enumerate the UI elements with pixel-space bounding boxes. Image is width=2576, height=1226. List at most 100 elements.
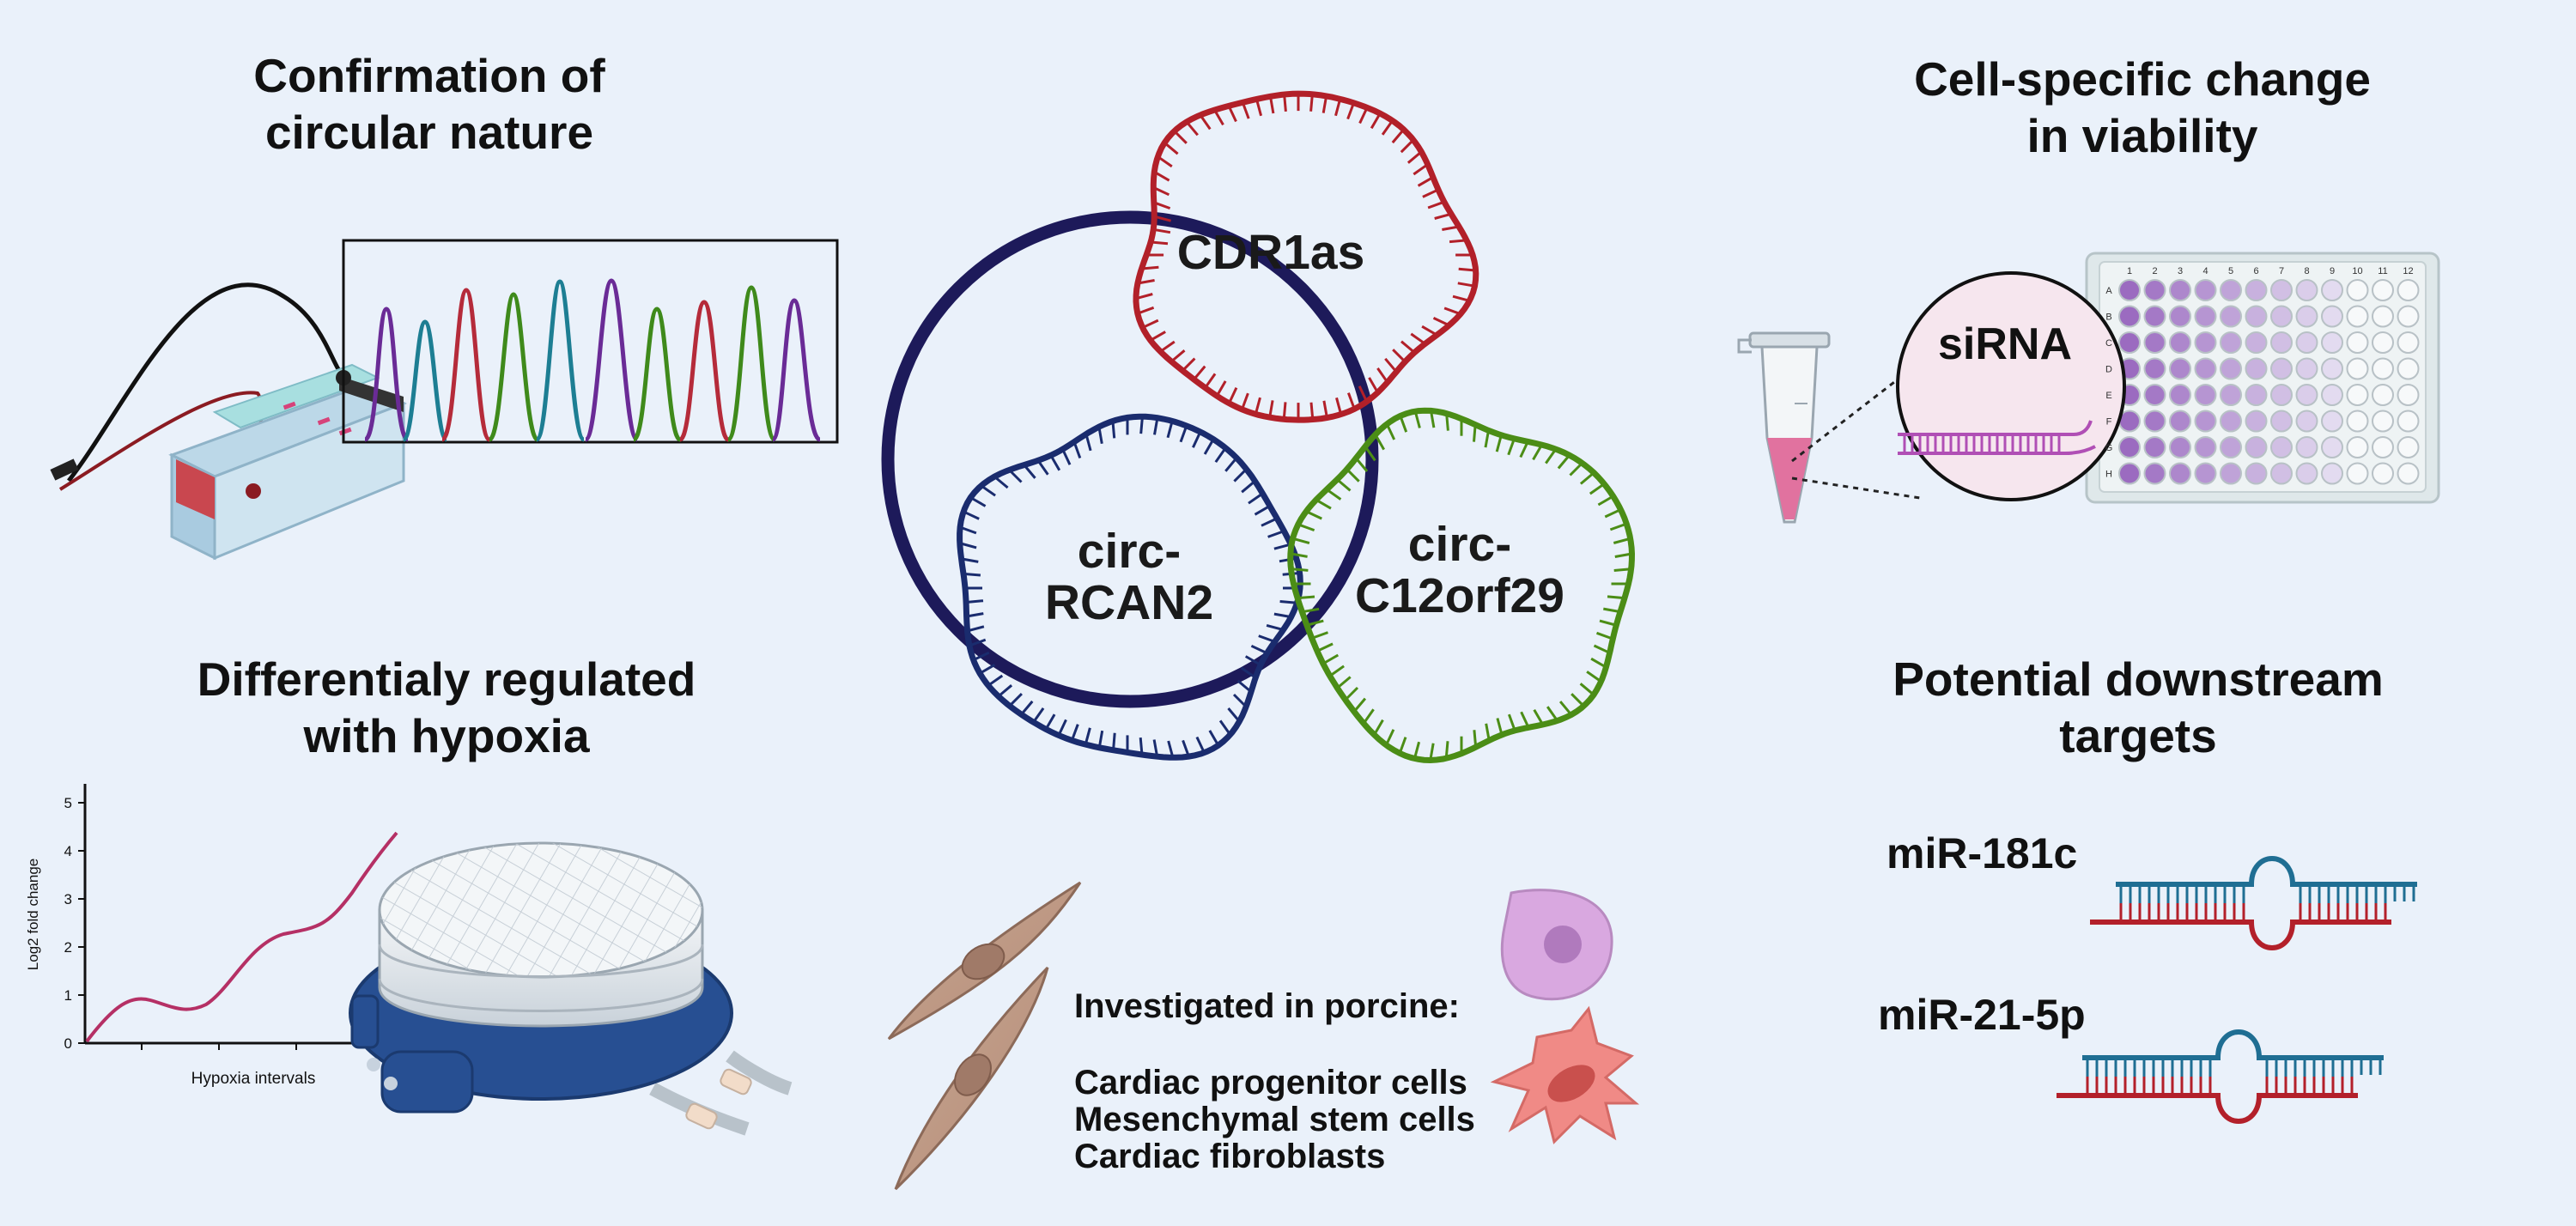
plate-column-label: 11 <box>2378 266 2387 276</box>
plate-well <box>2143 410 2166 433</box>
plate-well <box>2321 462 2343 485</box>
plate-well <box>2346 462 2369 485</box>
sirna-magnifier-icon <box>1896 271 2126 501</box>
chart-y-tick-label: 1 <box>64 987 72 1004</box>
plate-well <box>2118 305 2141 328</box>
plate-well <box>2220 462 2242 485</box>
plate-row-label: H <box>2105 470 2112 480</box>
plate-well <box>2321 279 2343 301</box>
plate-well <box>2143 357 2166 380</box>
plate-well <box>2169 436 2191 458</box>
chart-y-tick-label: 0 <box>64 1035 72 1052</box>
plate-row-label: E <box>2105 391 2111 401</box>
mirna-label-21-5p: miR-21-5p <box>1878 991 2086 1039</box>
tube-icon <box>1737 331 1831 524</box>
chart-y-tick-label: 4 <box>64 843 72 859</box>
plate-well <box>2245 462 2268 485</box>
plate-well <box>2372 331 2394 354</box>
plate-well <box>2220 384 2242 406</box>
plate-well <box>2194 384 2217 406</box>
plate-well <box>2321 305 2343 328</box>
mesenchymal-stem-cell-icon <box>894 966 1049 1191</box>
rcan2-ring-icon <box>957 413 1303 761</box>
plate-well <box>2220 436 2242 458</box>
plate-column-label: 1 <box>2127 266 2132 276</box>
plate-well <box>2245 384 2268 406</box>
plate-well <box>2194 436 2217 458</box>
plate-row-label: A <box>2105 286 2112 296</box>
heading-circular-nature-line1: Confirmation of <box>253 49 605 102</box>
plate-column-label: 2 <box>2152 266 2157 276</box>
plate-well <box>2169 462 2191 485</box>
plate-well <box>2169 331 2191 354</box>
cardiac-fibroblast-icon <box>1490 1005 1640 1144</box>
plate-well <box>2346 279 2369 301</box>
plate-well <box>2270 279 2293 301</box>
plate-well <box>2295 384 2318 406</box>
plate-well <box>2295 279 2318 301</box>
plate-well <box>2143 331 2166 354</box>
label-rcan2-line1: circ- <box>1077 524 1182 579</box>
investigated-cell-list: Cardiac progenitor cells Mesenchymal ste… <box>1074 1065 1475 1175</box>
chromatogram-icon <box>342 239 839 444</box>
plate-well <box>2346 305 2369 328</box>
plate-well <box>2372 357 2394 380</box>
plate-well <box>2194 462 2217 485</box>
plate-well <box>2397 384 2420 406</box>
plate-column-label: 5 <box>2228 266 2233 276</box>
label-c12orf29-line1: circ- <box>1407 517 1512 572</box>
well-plate-icon <box>2085 252 2440 504</box>
magnifier-lines <box>1791 355 1929 500</box>
label-cdr1as: CDR1as <box>1142 227 1400 278</box>
sirna-label: siRNA <box>1938 319 2072 369</box>
plate-well <box>2143 279 2166 301</box>
plate-well <box>2270 305 2293 328</box>
plate-well <box>2220 357 2242 380</box>
plate-well <box>2270 436 2293 458</box>
plate-well <box>2321 357 2343 380</box>
plate-well <box>2143 436 2166 458</box>
heading-circular-nature-line2: circular nature <box>264 106 594 159</box>
plate-well <box>2346 410 2369 433</box>
plate-column-label: 10 <box>2352 266 2362 276</box>
plate-row-label: B <box>2105 313 2111 323</box>
plate-well <box>2220 410 2242 433</box>
outer-ring <box>881 210 1379 708</box>
plate-well <box>2372 305 2394 328</box>
cell-type-item: Cardiac progenitor cells <box>1074 1064 1467 1102</box>
plate-well <box>2118 331 2141 354</box>
plate-well <box>2397 357 2420 380</box>
heading-viability-line1: Cell-specific change <box>1914 52 2371 106</box>
plate-well <box>2295 331 2318 354</box>
plate-well <box>2346 357 2369 380</box>
plate-well <box>2346 384 2369 406</box>
plate-well <box>2397 462 2420 485</box>
plate-well <box>2245 279 2268 301</box>
plate-column-label: 3 <box>2178 266 2183 276</box>
plate-well <box>2372 436 2394 458</box>
chart-y-tick-label: 2 <box>64 939 72 956</box>
plate-column-label: 12 <box>2403 266 2413 276</box>
plate-well <box>2169 305 2191 328</box>
label-rcan2-line2: RCAN2 <box>1044 575 1214 630</box>
label-cdr1as-line1: CDR1as <box>1176 225 1365 280</box>
plate-well <box>2194 279 2217 301</box>
heading-circular-nature: Confirmation of circular nature <box>172 47 687 161</box>
label-c12orf29-line2: C12orf29 <box>1355 568 1564 623</box>
chart-y-axis-label: Log2 fold change <box>25 859 41 970</box>
plate-well <box>2245 436 2268 458</box>
plate-well <box>2295 305 2318 328</box>
plate-well <box>2295 410 2318 433</box>
plate-well <box>2169 357 2191 380</box>
plate-well <box>2397 279 2420 301</box>
plate-well <box>2194 305 2217 328</box>
heading-hypoxia-line1: Differentialy regulated <box>197 652 696 706</box>
plate-well <box>2194 410 2217 433</box>
plate-well <box>2321 410 2343 433</box>
plate-well <box>2194 357 2217 380</box>
heading-hypoxia-line2: with hypoxia <box>303 709 590 762</box>
gel-electrophoresis-icon <box>50 282 408 561</box>
plate-column-label: 4 <box>2202 266 2208 276</box>
